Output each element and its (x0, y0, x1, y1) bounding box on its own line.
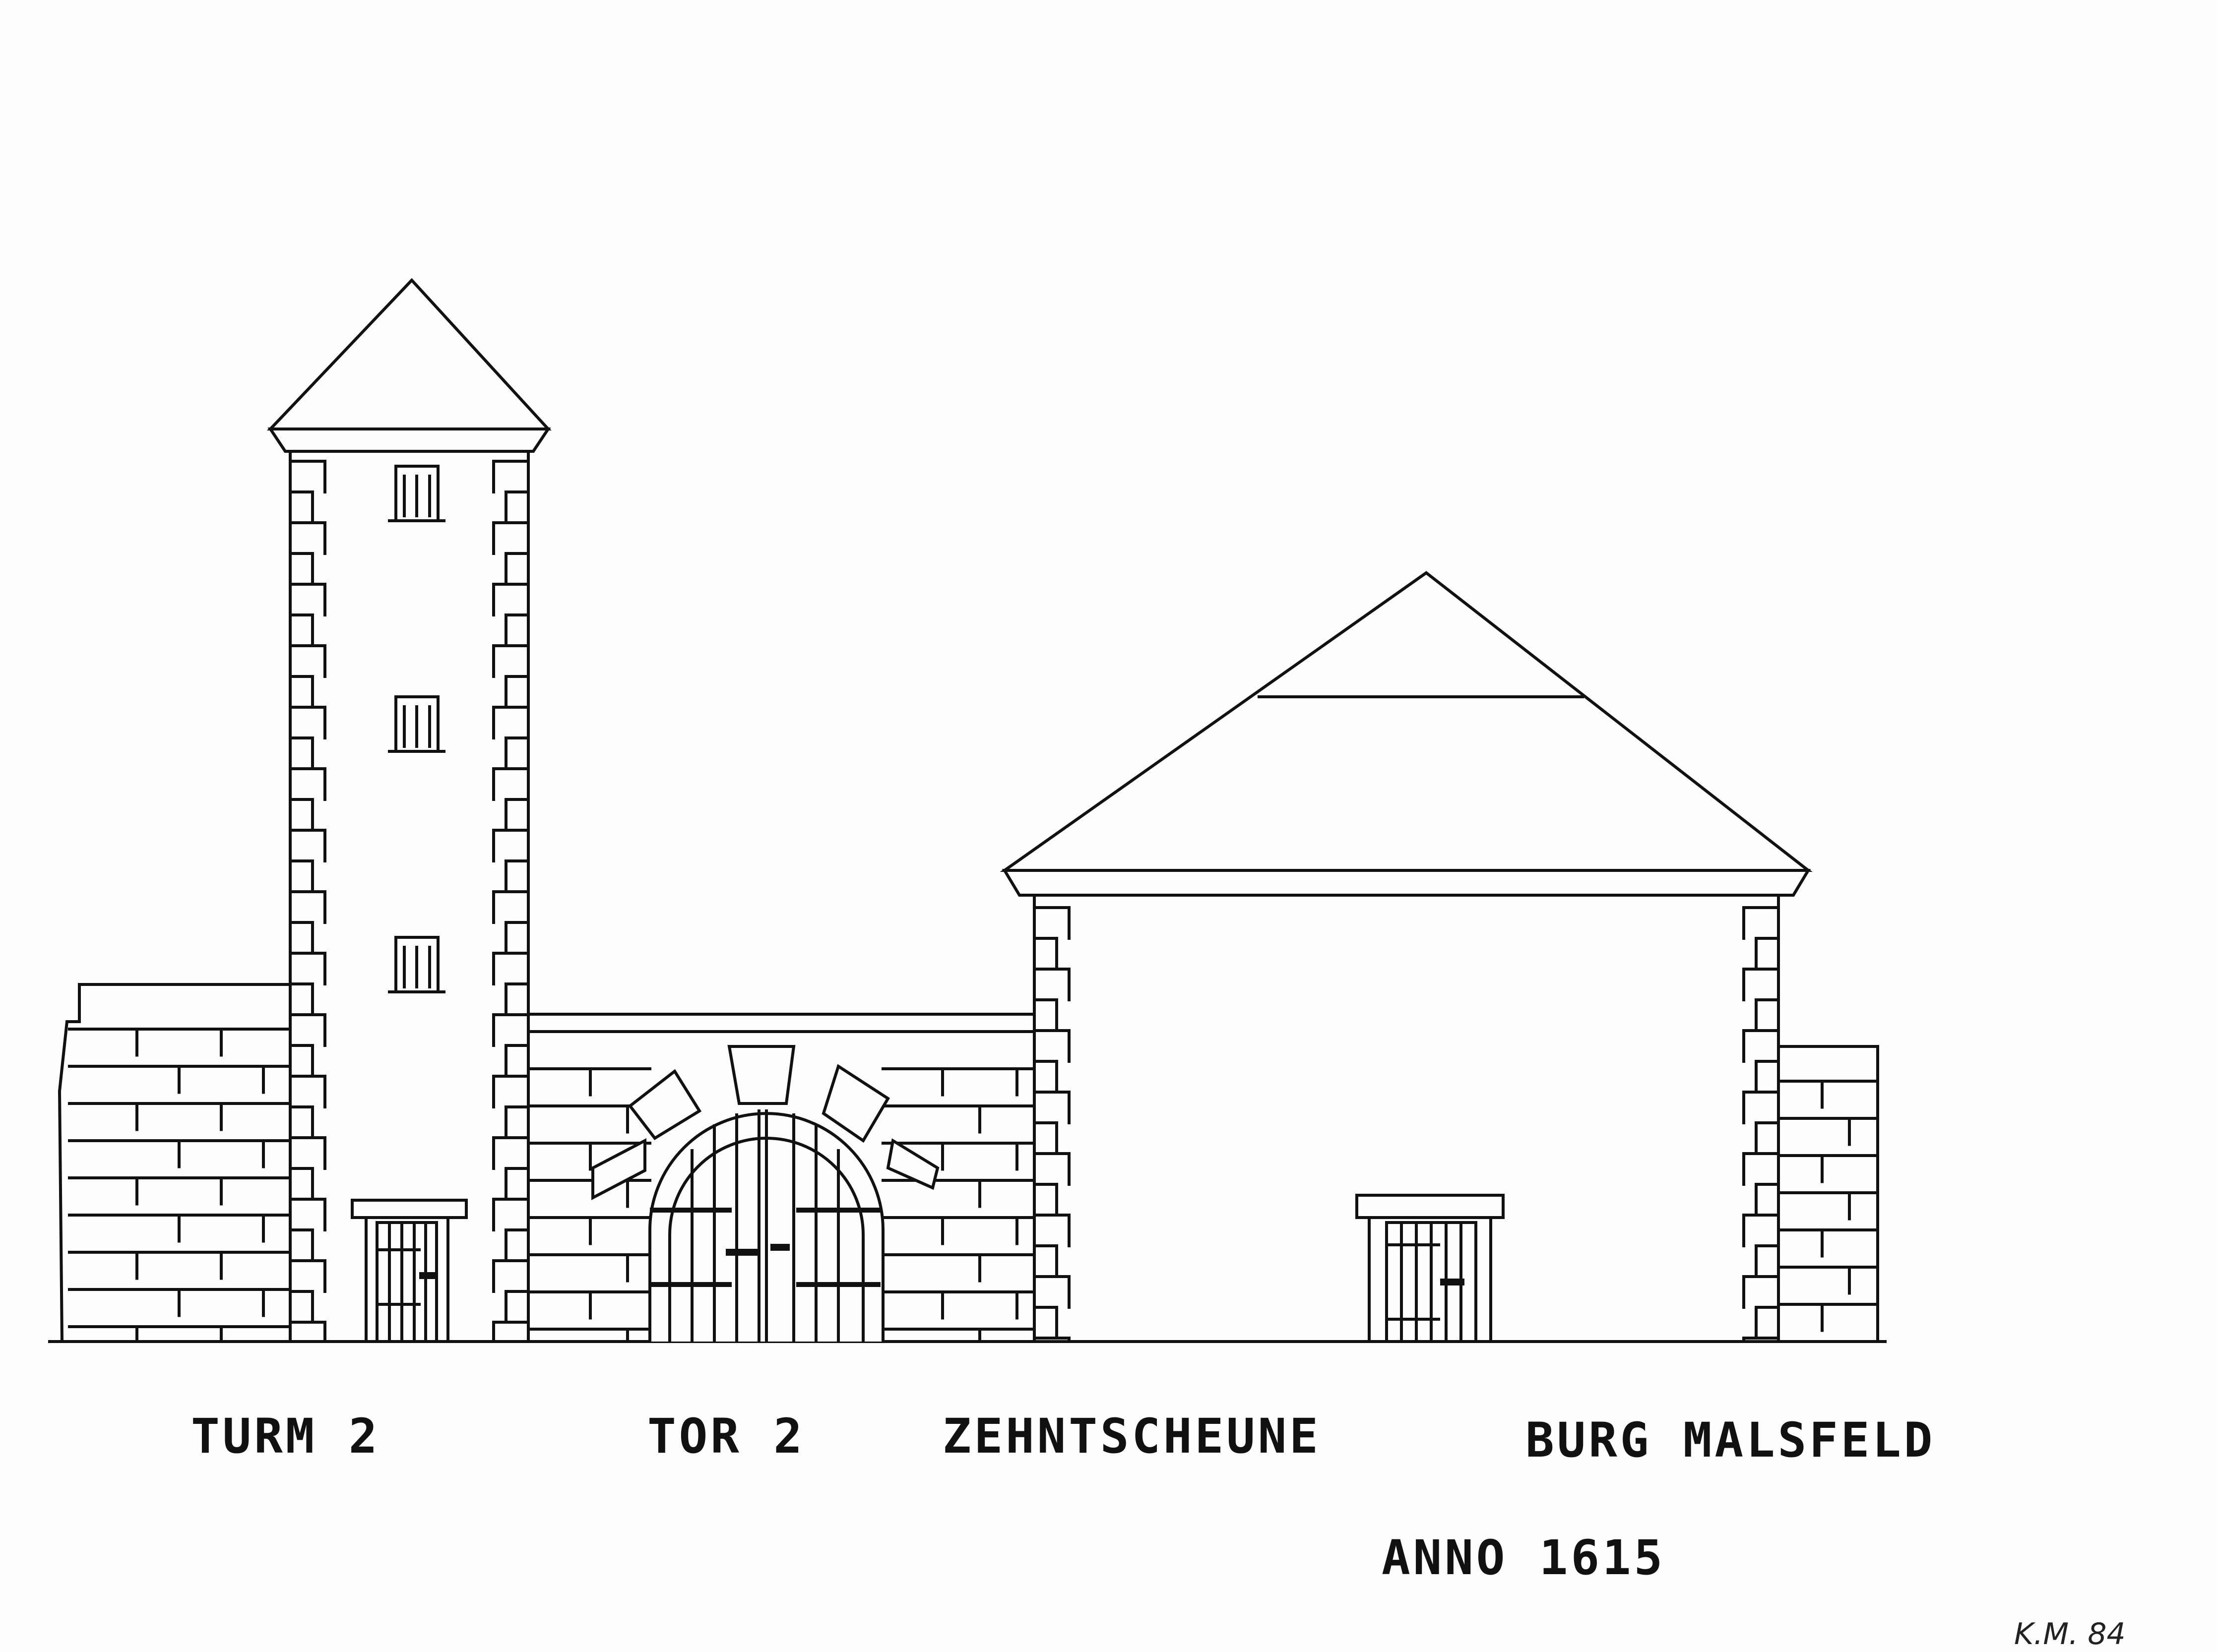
tower-roof (267, 278, 552, 430)
barn-door (1355, 1194, 1505, 1343)
label-barn: ZEHNTSCHEUNE (943, 1408, 1321, 1464)
tower-window-2 (388, 695, 445, 753)
left-wall (58, 983, 292, 1344)
tower-cornice (267, 428, 551, 453)
artist-signature: K.M. 84 (2014, 1617, 2126, 1652)
barn-cornice (1002, 869, 1811, 897)
label-tower: TURM 2 (191, 1408, 380, 1464)
tower-window-1 (388, 465, 445, 522)
tower (267, 278, 552, 1343)
label-gate: TOR 2 (647, 1408, 805, 1464)
tower-quoins-left (289, 460, 326, 1343)
barn-roof (1000, 571, 1813, 872)
barn-body (1033, 894, 1780, 1343)
gate-arch-door (648, 1109, 885, 1343)
right-wall (1777, 1045, 1879, 1343)
label-year: ANNO 1615 (1382, 1530, 1666, 1586)
tower-door (351, 1199, 468, 1343)
label-castle: BURG MALSFELD (1525, 1412, 1936, 1468)
barn (1000, 571, 1813, 1343)
gate-voussoirs (591, 1045, 940, 1200)
gate-wall (527, 1013, 1036, 1343)
tower-window-3 (388, 936, 445, 993)
tower-quoins-right (492, 460, 530, 1343)
